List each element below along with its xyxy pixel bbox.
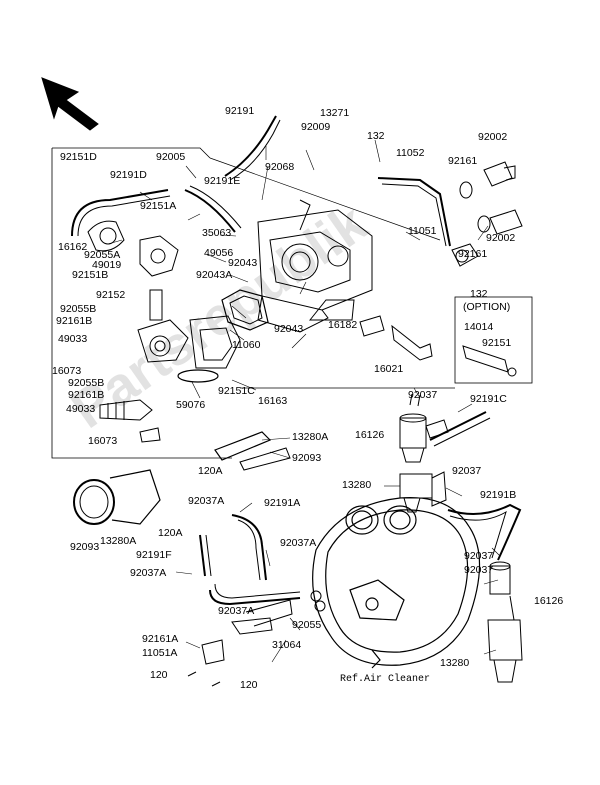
part-label: 92161 [448,155,478,167]
part-label: 16182 [328,319,358,331]
part-label: 92151B [72,269,109,281]
part-label: 59076 [176,399,206,411]
part-label: 120A [198,465,223,477]
part-label: 92037 [464,550,494,562]
fuel-injector-top [137,289,241,369]
part-label: 35063 [202,227,232,239]
part-label: 92152 [96,289,126,301]
solenoid-valve-upper [399,393,449,463]
part-label: 120A [158,527,183,539]
part-label: 92191D [110,169,147,181]
part-label: 31064 [272,639,302,651]
part-label: 92037 [464,564,494,576]
part-label: 92151C [218,385,255,397]
part-label: 92151A [140,200,177,212]
part-label: 16126 [355,429,385,441]
part-label: 13280A [100,535,137,547]
part-label: 92151D [60,151,97,163]
part-label: 16021 [374,363,404,375]
part-label: 13280A [292,431,329,443]
part-label: 92068 [265,161,295,173]
solenoid-valve-lower [399,471,447,513]
part-label: 13280 [440,657,470,669]
part-label: 92191E [204,175,241,187]
part-label: 120 [150,669,168,681]
part-label: 92043 [228,257,258,269]
part-label: 14014 [464,321,494,333]
part-label: 92009 [301,121,331,133]
part-label: 92055B [60,303,97,315]
part-label: 49033 [58,333,88,345]
part-label: 11052 [396,147,425,159]
part-label: 92005 [156,151,186,163]
option-label: (OPTION) [463,301,511,313]
part-label: 92191C [470,393,507,405]
part-label: 11051 [408,225,437,237]
part-label: 92037A [188,495,225,507]
throttle-body [257,199,373,333]
fuel-injector-bottom [99,399,161,443]
part-label: 16073 [88,435,118,447]
part-label: 92055B [68,377,105,389]
part-label: 92161B [68,389,105,401]
part-label: 49033 [66,403,96,415]
part-label: 92043 [274,323,304,335]
part-label: 92093 [292,452,322,464]
part-label: 92037 [452,465,482,477]
part-label: 92191A [264,497,301,509]
part-label: 132 [367,130,385,142]
part-label: 92037A [130,567,167,579]
part-label: 92037A [280,537,317,549]
part-label: 16073 [52,365,82,377]
part-label: 92191B [480,489,517,501]
part-label: 92037 [408,389,438,401]
part-label: 92002 [486,232,516,244]
part-label: 16163 [258,395,288,407]
part-label: 49019 [92,259,122,271]
part-label: 92055A [84,249,121,261]
part-label: 92151 [482,337,512,349]
part-label: 92191F [136,549,172,561]
part-label: 92161 [458,248,488,260]
part-label: 49056 [204,247,234,259]
part-label: 16162 [58,241,88,253]
part-label: 13280 [342,479,372,491]
part-label: 132 [470,288,488,300]
part-label: 92002 [478,131,508,143]
part-label: 92037A [218,605,255,617]
part-label: 13271 [320,107,350,119]
part-label: 16126 [534,595,564,607]
part-label: 92043A [196,269,233,281]
part-label: 92093 [70,541,100,553]
part-label: 120 [240,679,258,691]
part-label: 92055 [292,619,322,631]
part-label: 11060 [232,339,261,351]
part-label: 92191 [225,105,255,117]
part-label: 11051A [142,647,178,659]
part-label: 92161B [56,315,93,327]
part-label: 92161A [142,633,179,645]
direction-arrow-icon [41,77,99,131]
air-cleaner-housing [312,496,481,669]
reference-note: Ref.Air Cleaner [340,674,431,685]
